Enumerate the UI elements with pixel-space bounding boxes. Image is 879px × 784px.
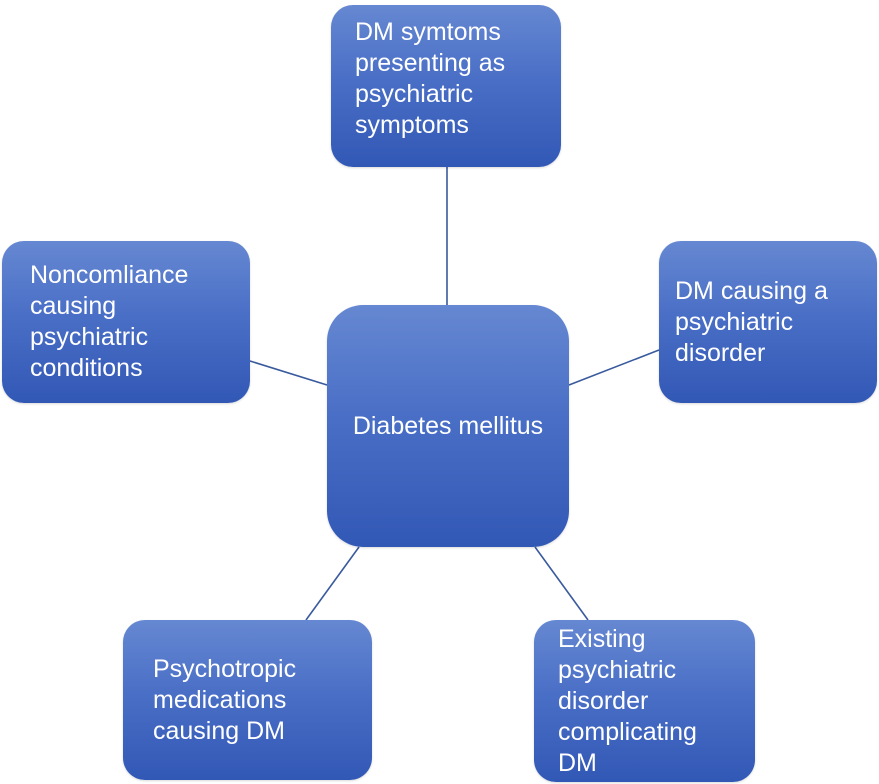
connector-bottom-left	[305, 546, 360, 621]
connector-bottom-right	[534, 546, 589, 621]
node-noncompliance: Noncomliance causing psychiatric conditi…	[2, 241, 250, 403]
node-center-label: Diabetes mellitus	[352, 411, 544, 440]
node-bottom-left-label: Psychotropic medications causing DM	[153, 654, 297, 745]
node-diabetes-mellitus: Diabetes mellitus	[327, 305, 569, 547]
node-dm-causing-disorder: DM causing a psychiatric disorder	[659, 241, 877, 403]
connector-right	[568, 349, 660, 386]
node-existing-disorder: Existing psychiatric disorder complicati…	[534, 620, 755, 782]
node-top-label: DM symtoms presenting as psychiatric sym…	[355, 18, 506, 139]
node-dm-symptoms-psychiatric: DM symtoms presenting as psychiatric sym…	[331, 5, 561, 167]
node-bottom-right-label: Existing psychiatric disorder complicati…	[558, 625, 697, 777]
node-right-label: DM causing a psychiatric disorder	[675, 276, 828, 367]
node-left-label: Noncomliance causing psychiatric conditi…	[30, 261, 189, 382]
node-psychotropic-medications: Psychotropic medications causing DM	[123, 620, 372, 780]
connector-left	[249, 360, 328, 386]
